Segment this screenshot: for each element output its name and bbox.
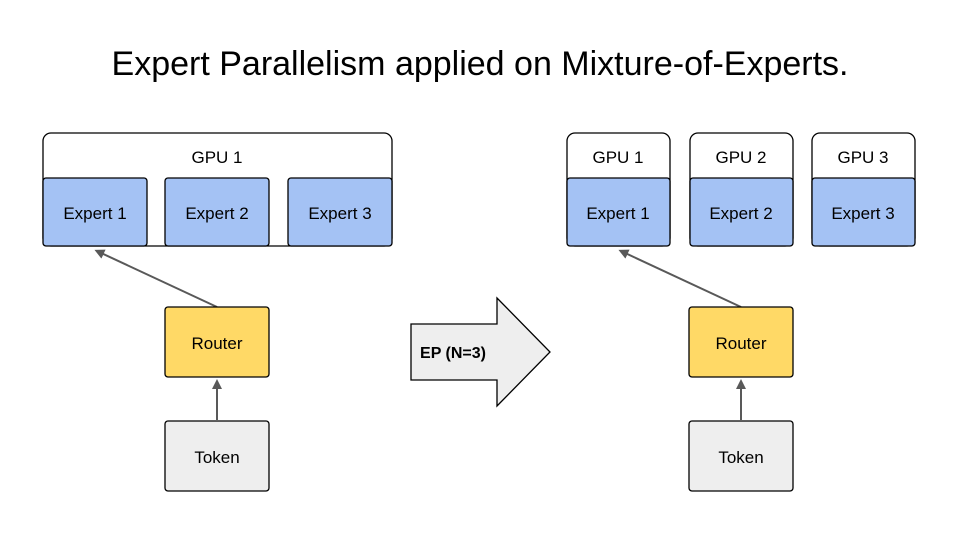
right-expert-2-label: Expert 2: [709, 204, 772, 223]
left-router-to-expert-arrow: [94, 249, 218, 308]
diagram-title: Expert Parallelism applied on Mixture-of…: [112, 45, 849, 83]
left-router-label: Router: [191, 334, 242, 353]
ep-arrow-label: EP (N=3): [420, 345, 486, 362]
right-expert-1-label: Expert 1: [586, 204, 649, 223]
right-expert-1-box: [566, 177, 671, 247]
right-gpu-2-label: GPU 2: [715, 148, 766, 167]
right-gpu-1-label: GPU 1: [592, 148, 643, 167]
left-panel: GPU 1 Expert 1 Expert 2 Expert 3 Router …: [42, 132, 393, 492]
left-expert-3-label: Expert 3: [308, 204, 371, 223]
right-panel: GPU 1 Expert 1 GPU 2 Expert 2 GPU 3 Expe…: [566, 132, 916, 492]
right-gpu-3-label: GPU 3: [837, 148, 888, 167]
right-expert-2-box: [689, 177, 794, 247]
right-token-label: Token: [718, 448, 763, 467]
right-router-to-expert-arrow: [618, 249, 742, 308]
left-token-label: Token: [194, 448, 239, 467]
right-expert-3-label: Expert 3: [831, 204, 894, 223]
left-expert-1-box: [42, 177, 148, 247]
right-router-label: Router: [715, 334, 766, 353]
left-router-box: [164, 306, 270, 378]
ep-transform-arrow: EP (N=3): [410, 296, 551, 408]
left-expert-2-label: Expert 2: [185, 204, 248, 223]
left-token-box: [164, 420, 270, 492]
left-expert-1-label: Expert 1: [63, 204, 126, 223]
right-token-box: [688, 420, 794, 492]
left-expert-3-box: [287, 177, 393, 247]
right-router-box: [688, 306, 794, 378]
right-expert-3-box: [811, 177, 916, 247]
left-gpu-label: GPU 1: [191, 148, 242, 167]
block-arrow-shape: [410, 296, 551, 408]
left-expert-2-box: [164, 177, 270, 247]
